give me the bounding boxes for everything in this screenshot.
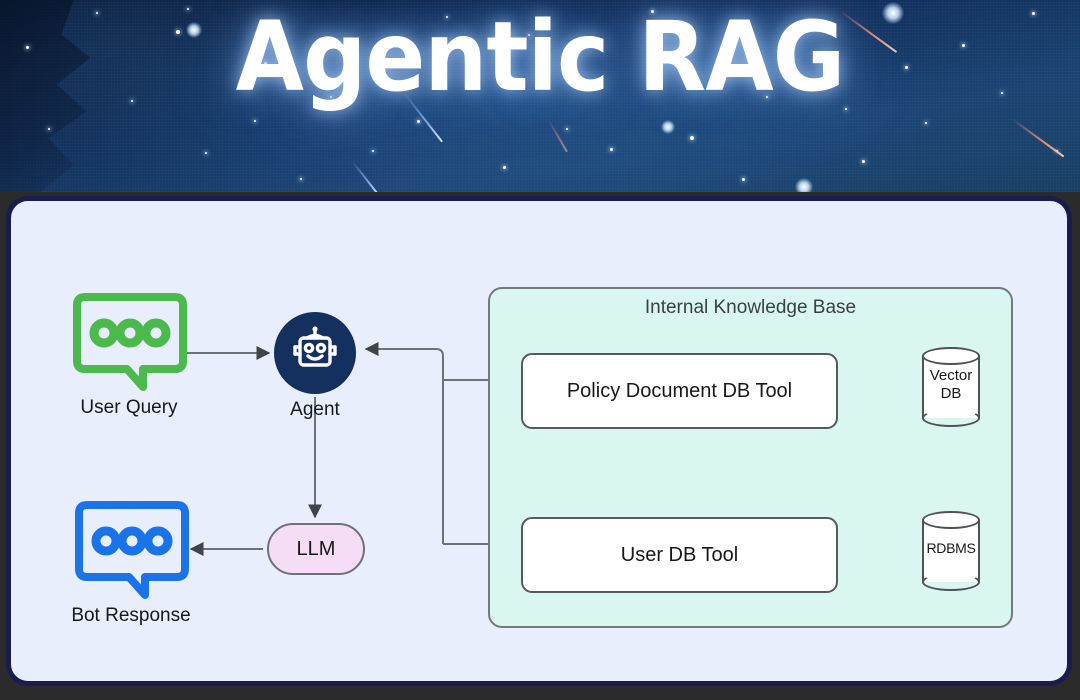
robot-icon (293, 326, 337, 367)
star-icon (176, 30, 180, 34)
star-icon (845, 108, 847, 110)
user-query-node[interactable]: User Query (71, 293, 189, 418)
star-icon (566, 128, 568, 130)
star-icon (742, 178, 745, 181)
star-icon (690, 136, 694, 140)
star-glow-icon (882, 2, 904, 24)
user-db-tool-node[interactable]: User DB Tool (521, 517, 838, 593)
star-icon (131, 100, 133, 102)
star-icon (905, 66, 908, 69)
speech-bubble-icon (75, 501, 189, 599)
star-icon (766, 96, 768, 98)
vector-db-cylinder[interactable]: Vector DB (922, 347, 980, 427)
agent-label: Agent (290, 399, 340, 420)
star-glow-icon (661, 120, 675, 134)
star-glow-icon (186, 22, 202, 38)
star-icon (372, 150, 374, 152)
star-icon (925, 122, 927, 124)
star-icon (264, 62, 267, 65)
star-icon (528, 34, 530, 36)
cylinder-top-ellipse (922, 511, 980, 529)
star-icon (187, 8, 189, 10)
star-icon (503, 166, 506, 169)
star-icon (806, 20, 808, 22)
page-title: Agentic RAG (235, 1, 846, 113)
user-db-tool-label: User DB Tool (620, 543, 739, 566)
database-cylinder-icon (922, 356, 980, 418)
edge-knowledgebase-to-agent (364, 342, 444, 380)
star-icon (300, 178, 302, 180)
banner-texture (0, 0, 1080, 192)
database-cylinder-icon (922, 520, 980, 582)
policy-document-db-tool-node[interactable]: Policy Document DB Tool (521, 353, 838, 429)
agent-node[interactable] (274, 312, 356, 394)
speech-bubble-icon (73, 293, 187, 391)
llm-label: LLM (296, 537, 336, 560)
star-icon (446, 16, 448, 18)
star-icon (48, 128, 50, 130)
bot-response-node[interactable]: Bot Response (71, 501, 191, 626)
star-icon (26, 46, 29, 49)
star-icon (1032, 12, 1035, 15)
star-icon (862, 160, 865, 163)
rdbms-label: RDBMS (926, 540, 976, 556)
user-query-label: User Query (80, 397, 178, 418)
star-icon (417, 120, 420, 123)
header-banner: Agentic RAG (0, 0, 1080, 192)
rdbms-cylinder[interactable]: RDBMS (922, 511, 980, 591)
bot-response-label: Bot Response (71, 605, 191, 626)
knowledge-base-title: Internal Knowledge Base (644, 297, 857, 318)
policy-document-db-tool-label: Policy Document DB Tool (566, 379, 793, 402)
diagram-card: Internal Knowledge Base Policy Document … (6, 196, 1072, 686)
diagram-canvas: Internal Knowledge Base Policy Document … (11, 201, 1067, 681)
star-icon (962, 44, 965, 47)
star-icon (205, 152, 207, 154)
star-icon (651, 10, 654, 13)
star-glow-icon (795, 178, 813, 192)
bottom-bar (0, 689, 1080, 700)
star-icon (330, 96, 332, 98)
llm-node[interactable]: LLM (267, 523, 365, 575)
star-icon (96, 12, 98, 14)
star-icon (610, 148, 613, 151)
star-icon (254, 120, 256, 122)
cylinder-bottom-ellipse (922, 409, 980, 427)
cylinder-top-ellipse (922, 347, 980, 365)
vector-db-label: Vector DB (929, 367, 973, 402)
cylinder-bottom-ellipse (922, 573, 980, 591)
star-icon (1001, 92, 1003, 94)
